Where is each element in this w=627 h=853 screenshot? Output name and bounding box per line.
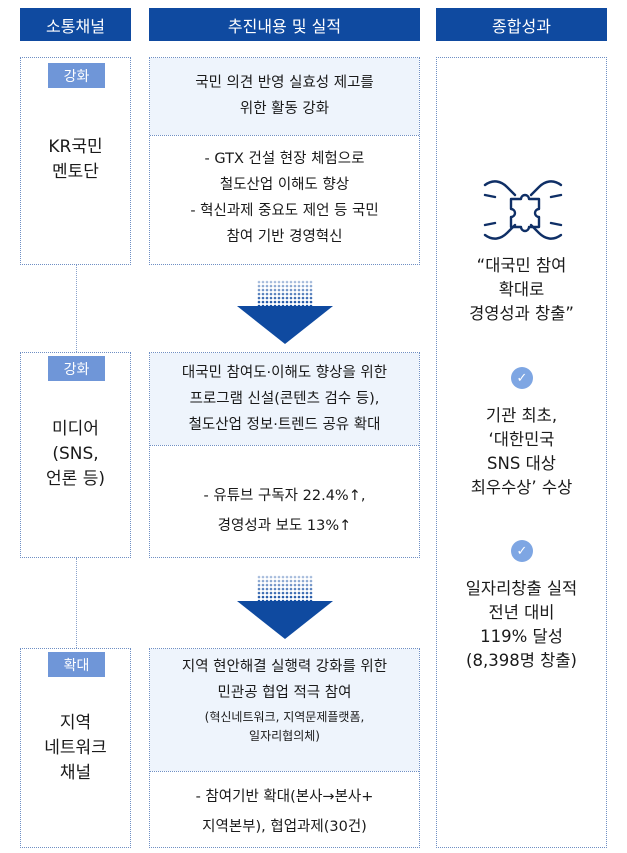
check-icon: ✓ xyxy=(511,540,533,562)
result-box: “대국민 참여 확대로 경영성과 창출” ✓ 기관 최초, ‘대한민국 SNS … xyxy=(436,57,607,848)
channel-box-media: 강화 미디어 (SNS, 언론 등) xyxy=(20,352,131,558)
content-box-mentor: 국민 의견 반영 실효성 제고를 위한 활동 강화 - GTX 건설 현장 체험… xyxy=(149,57,420,265)
channel-label: KR국민 멘토단 xyxy=(48,137,103,182)
content-box-network: 지역 현안해결 실행력 강화를 위한 민관공 협업 적극 참여 (혁신네트워크,… xyxy=(149,648,420,848)
result-headline: “대국민 참여 확대로 경영성과 창출” xyxy=(469,256,574,323)
divider xyxy=(150,135,419,136)
result-item: 기관 최초, ‘대한민국 SNS 대상 최우수상’ 수상 xyxy=(470,406,573,497)
channel-label: 미디어 (SNS, 언론 등) xyxy=(46,419,105,489)
connector-line xyxy=(76,558,77,648)
content-detail: - 참여기반 확대(본사→본사+ 지역본부), 협업과제(30건) xyxy=(195,789,374,835)
down-arrow-icon xyxy=(237,280,333,344)
header-result: 종합성과 xyxy=(436,8,607,41)
content-summary: 대국민 참여도·이해도 향상을 위한 프로그램 신설(콘텐츠 검수 등), 철도… xyxy=(150,353,419,445)
channel-label: 지역 네트워크 채널 xyxy=(44,713,107,783)
down-arrow-icon xyxy=(237,575,333,639)
tag-badge: 강화 xyxy=(48,356,105,381)
result-item: 일자리창출 실적 전년 대비 119% 달성 (8,398명 창출) xyxy=(465,579,578,670)
divider xyxy=(150,771,419,772)
content-summary: 지역 현안해결 실행력 강화를 위한 민관공 협업 적극 참여 (혁신네트워크,… xyxy=(150,649,419,771)
puzzle-hands-icon xyxy=(483,180,563,240)
header-channel: 소통채널 xyxy=(20,8,131,41)
header-content: 추진내용 및 실적 xyxy=(149,8,420,41)
content-detail: - GTX 건설 현장 체험으로 철도산업 이해도 향상 - 혁신과제 중요도 … xyxy=(190,151,379,245)
content-box-media: 대국민 참여도·이해도 향상을 위한 프로그램 신설(콘텐츠 검수 등), 철도… xyxy=(149,352,420,558)
connector-line xyxy=(76,265,77,352)
check-icon: ✓ xyxy=(511,367,533,389)
content-summary: 국민 의견 반영 실효성 제고를 위한 활동 강화 xyxy=(150,58,419,135)
divider xyxy=(150,445,419,446)
tag-badge: 확대 xyxy=(48,652,105,677)
channel-box-mentor: 강화 KR국민 멘토단 xyxy=(20,57,131,265)
content-detail: - 유튜브 구독자 22.4%↑, 경영성과 보도 13%↑ xyxy=(203,488,366,534)
channel-box-network: 확대 지역 네트워크 채널 xyxy=(20,648,131,848)
tag-badge: 강화 xyxy=(48,63,105,88)
